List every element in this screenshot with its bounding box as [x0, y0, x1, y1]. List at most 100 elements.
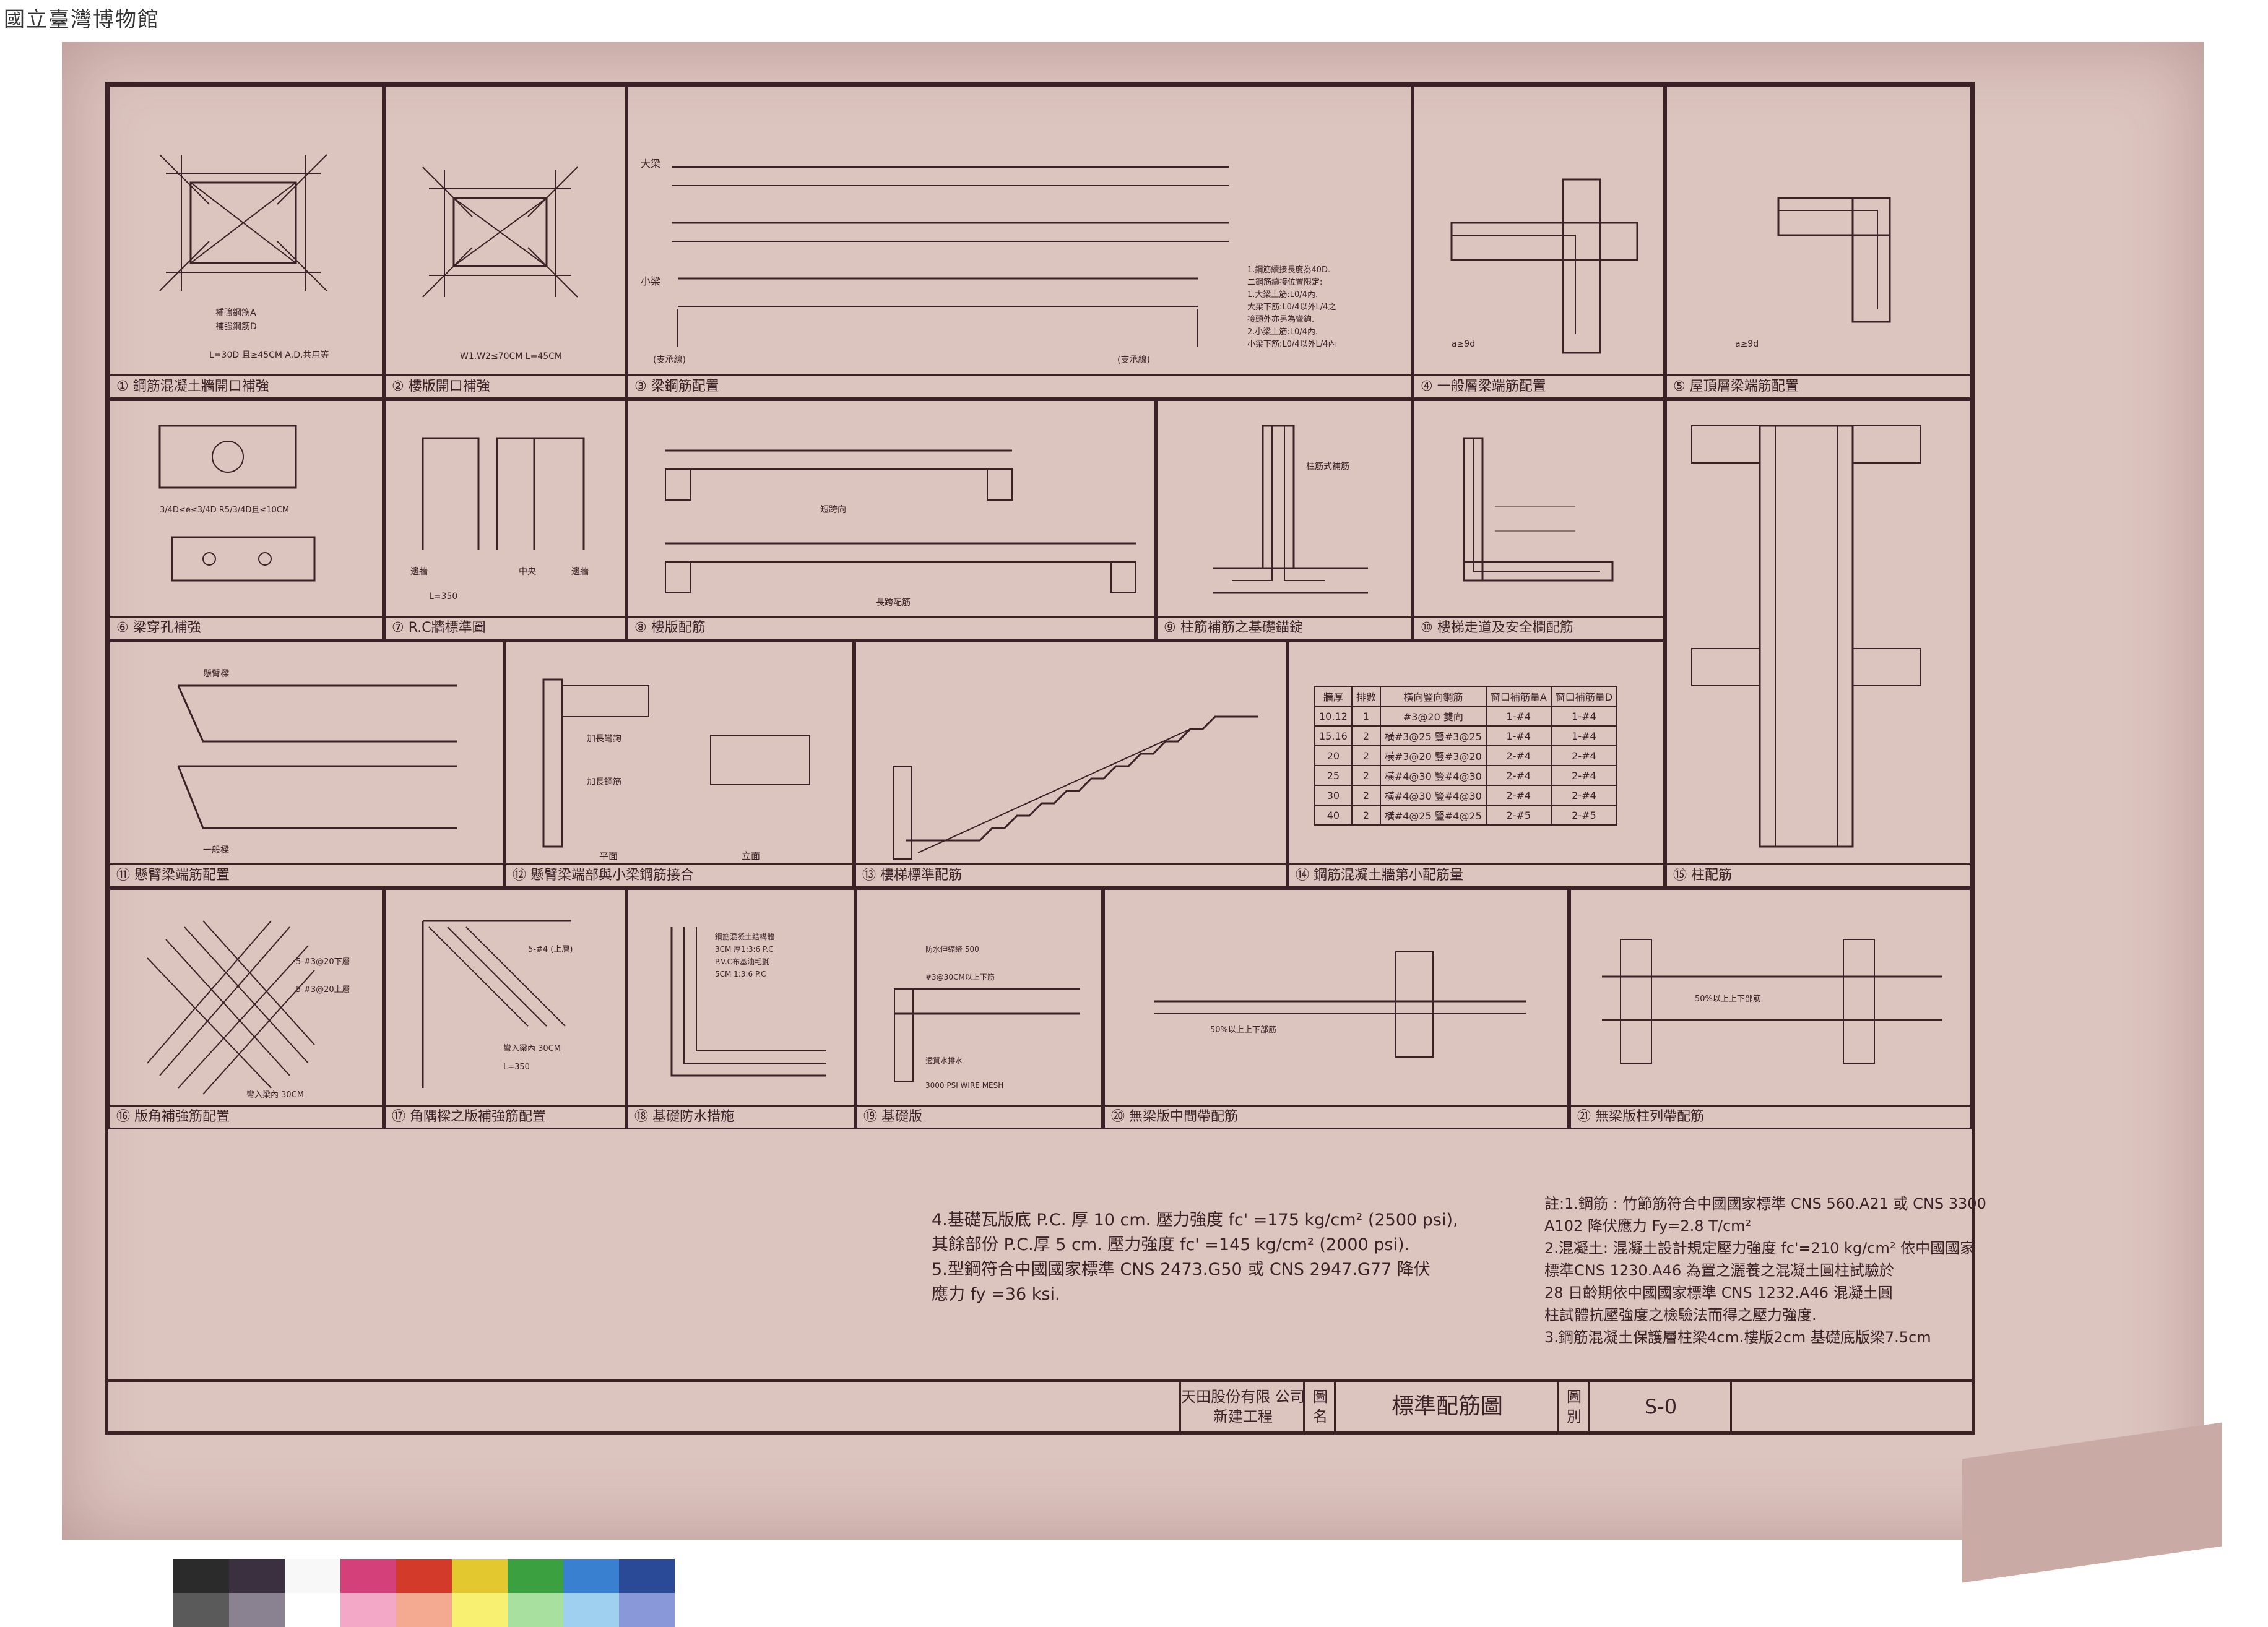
- panel-20-caption: ⑳ 無梁版中間帶配筋: [1105, 1105, 1567, 1128]
- col-d: 窗口補筋量D: [1550, 686, 1618, 707]
- swatch-tone: [452, 1593, 508, 1627]
- p3-main-beam: 大梁: [641, 158, 660, 170]
- panel-1: 補強鋼筋A 補強鋼筋D L=30D 且≥45CM A.D.共用等 ① 鋼筋混凝土…: [108, 85, 384, 399]
- beam-end-drawing: a≥9d: [1450, 178, 1638, 354]
- p16-upper: 5-#3@20上層: [296, 985, 350, 995]
- swatch-tone: [229, 1559, 285, 1593]
- panel-6-caption: ⑥ 梁穿孔補強: [110, 616, 382, 639]
- p8-short-span: 短跨向: [820, 505, 846, 515]
- p3-note-5: 2.小梁上筋:L0/4內.: [1247, 327, 1318, 337]
- panel-10: ⑩ 樓梯走道及安全欄配筋: [1413, 399, 1665, 641]
- slab-rebar-drawing: 短跨向 長跨配筋: [665, 449, 1136, 608]
- drawing-name: 標準配筋圖: [1334, 1382, 1559, 1431]
- flat-slab-column-drawing: 50%以上上下部筋: [1602, 939, 1942, 1064]
- stair-railing-drawing: [1463, 437, 1614, 582]
- color-swatch: [563, 1559, 619, 1627]
- swatch-tone: [563, 1559, 619, 1593]
- p18-l3: 5CM 1:3:6 P.C: [715, 970, 766, 978]
- panel-6: 3/4D≤e≤3/4D R5/3/4D且≤10CM ⑥ 梁穿孔補強: [108, 399, 384, 641]
- p2-note: W1.W2≤70CM L=45CM: [460, 352, 562, 361]
- panel-3-caption: ③ 梁鋼筋配置: [628, 374, 1411, 397]
- museum-watermark: 國立臺灣博物館: [4, 7, 160, 32]
- general-notes-left: 4.基礎瓦版底 P.C. 厚 10 cm. 壓力強度 fc' =175 kg/c…: [932, 1211, 1458, 1304]
- panel-2-caption: ② 樓版開口補強: [386, 374, 625, 397]
- p18-l2: P.V.C布基油毛氈: [715, 957, 769, 966]
- panel-3: 大梁 小梁 (支承線) (支承線) 1.鋼筋續接長度為40D. 二鋼筋續接位置限…: [626, 85, 1413, 399]
- panel-7-caption: ⑦ R.C牆標準圖: [386, 616, 625, 639]
- p12-elevation: 立面: [742, 850, 760, 861]
- panel-18-caption: ⑱ 基礎防水措施: [628, 1105, 854, 1128]
- p12-rebar: 加長鋼筋: [587, 777, 621, 787]
- rc-wall-drawing: 邊牆 中央 邊牆 L=350: [410, 437, 589, 602]
- swatch-tone: [285, 1559, 340, 1593]
- p11-cantilever: 懸臂樑: [203, 669, 229, 679]
- p1-note: L=30D 且≥45CM A.D.共用等: [209, 350, 329, 360]
- p19-l0: 防水伸縮縫 500: [925, 944, 979, 954]
- panel-20: 50%以上上下部筋 ⑳ 無梁版中間帶配筋: [1103, 888, 1569, 1129]
- p3-note-4: 接頭外亦另為彎鉤.: [1247, 314, 1314, 324]
- p17-bend: 彎入梁內 30CM: [503, 1044, 561, 1053]
- slab-opening-drawing: W1.W2≤70CM L=45CM: [422, 166, 578, 361]
- company-name: 天田股份有限 公司新建工程: [1179, 1382, 1305, 1431]
- title-block: 天田股份有限 公司新建工程 圖 名 標準配筋圖 圖 別 S-0: [108, 1379, 1972, 1431]
- panel-9: 柱筋式補筋 ⑨ 柱筋補筋之基礎錨錠: [1156, 399, 1413, 641]
- p12-hook: 加長彎鉤: [587, 734, 621, 744]
- cantilever-joint-drawing: 加長彎鉤 加長鋼筋 平面 立面: [542, 678, 810, 861]
- p21-note: 50%以上上下部筋: [1695, 994, 1761, 1004]
- p7-edge-left: 邊牆: [410, 567, 428, 577]
- swatch-tone: [340, 1559, 396, 1593]
- general-notes-right: 註:1.鋼筋 : 竹節筋符合中國國家標準 CNS 560.A21 或 CNS 3…: [1544, 1195, 1986, 1346]
- beam-penetration-drawing: 3/4D≤e≤3/4D R5/3/4D且≤10CM: [158, 425, 316, 582]
- p3-sub-beam: 小梁: [641, 275, 660, 287]
- p17-upper: 5-#4 (上層): [528, 945, 573, 954]
- p3-note-2: 1.大梁上筋:L0/4內.: [1247, 290, 1318, 300]
- panel-15: ⑮ 柱配筋: [1665, 399, 1972, 888]
- panel-9-caption: ⑨ 柱筋補筋之基礎錨錠: [1158, 616, 1411, 639]
- panel-8: 短跨向 長跨配筋 ⑧ 樓版配筋: [626, 399, 1156, 641]
- col-thickness: 牆厚: [1314, 686, 1353, 707]
- swatch-tone: [508, 1559, 563, 1593]
- panel-18: 鋼筋混凝土結構體 3CM 厚1:3:6 P.C P.V.C布基油毛氈 5CM 1…: [626, 888, 855, 1129]
- p16-lower: 5-#3@20下層: [296, 957, 350, 967]
- p17-length: L=350: [503, 1063, 530, 1072]
- blueprint-sheet: [62, 42, 2222, 1583]
- panel-13-caption: ⑬ 樓梯標準配筋: [856, 863, 1286, 886]
- swatch-tone: [173, 1559, 229, 1593]
- p18-l1: 3CM 厚1:3:6 P.C: [715, 945, 774, 954]
- drawing-frame: 補強鋼筋A 補強鋼筋D L=30D 且≥45CM A.D.共用等 ① 鋼筋混凝土…: [105, 82, 1986, 1435]
- col-a: 窗口補筋量A: [1485, 686, 1552, 707]
- p9-label: 柱筋式補筋: [1306, 461, 1349, 472]
- swatch-tone: [619, 1559, 675, 1593]
- p20-note: 50%以上上下部筋: [1210, 1025, 1276, 1035]
- panel-21-caption: ㉑ 無梁版柱列帶配筋: [1571, 1105, 1970, 1128]
- p3-support-right: (支承線): [1117, 355, 1150, 365]
- color-swatch: [452, 1559, 508, 1627]
- p8-long-span: 長跨配筋: [876, 597, 911, 608]
- panel-8-caption: ⑧ 樓版配筋: [628, 616, 1154, 639]
- color-swatch: [619, 1559, 675, 1627]
- wall-opening-drawing: 補強鋼筋A 補強鋼筋D L=30D 且≥45CM A.D.共用等: [159, 154, 329, 360]
- p5-note: a≥9d: [1735, 339, 1759, 349]
- p7-note: L=350: [429, 592, 457, 602]
- color-swatch: [508, 1559, 563, 1627]
- color-swatch: [396, 1559, 452, 1627]
- panel-7: 邊牆 中央 邊牆 L=350 ⑦ R.C牆標準圖: [384, 399, 626, 641]
- panel-21: 50%以上上下部筋 ㉑ 無梁版柱列帶配筋: [1569, 888, 1972, 1129]
- p7-center: 中央: [519, 567, 536, 577]
- panel-5: a≥9d ⑤ 屋頂層梁端筋配置: [1665, 85, 1972, 399]
- p19-l1: #3@30CM以上下筋: [925, 972, 995, 982]
- drawing-name-label: 圖 名: [1303, 1382, 1336, 1431]
- p3-note-3: 大梁下筋:L0/4以外L/4之: [1247, 302, 1336, 312]
- waterproofing-drawing: 鋼筋混凝土結構體 3CM 厚1:3:6 P.C P.V.C布基油毛氈 5CM 1…: [670, 927, 826, 1077]
- panel-14-caption: ⑭ 鋼筋混凝土牆第小配筋量: [1289, 863, 1663, 886]
- panel-13: ⑬ 樓梯標準配筋: [854, 641, 1288, 888]
- corner-beam-drawing: 5-#4 (上層) 彎入梁內 30CM L=350: [422, 920, 573, 1088]
- panel-17: 5-#4 (上層) 彎入梁內 30CM L=350 ⑰ 角隅樑之版補強筋配置: [384, 888, 626, 1129]
- panel-19-caption: ⑲ 基礎版: [857, 1105, 1101, 1128]
